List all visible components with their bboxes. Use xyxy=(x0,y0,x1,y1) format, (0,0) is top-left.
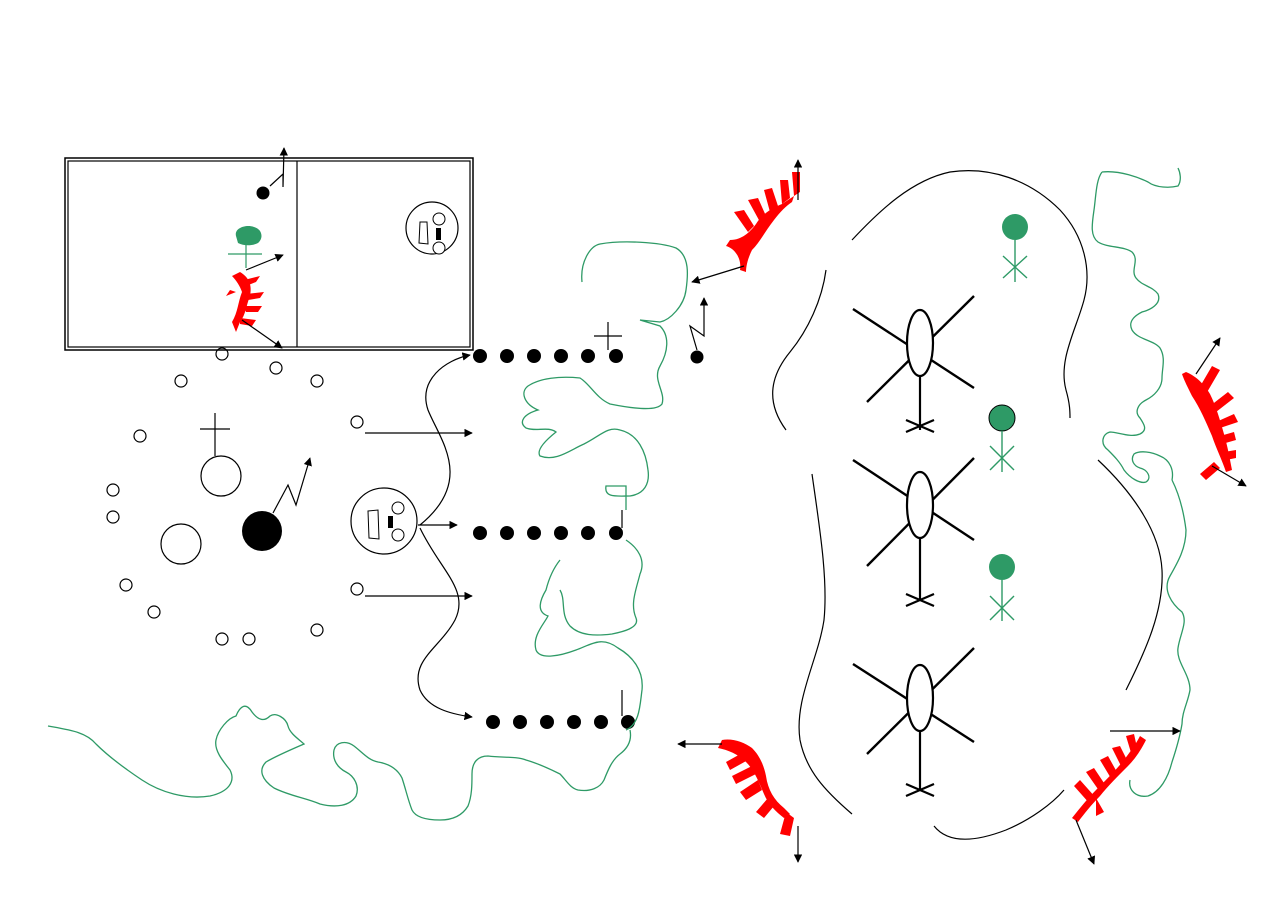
lightning-arrow-icon xyxy=(269,147,289,188)
green-blob-icon xyxy=(235,226,262,246)
red-ridge-icon xyxy=(232,272,251,332)
helicopter-symbol xyxy=(852,295,975,434)
left-cluster xyxy=(106,347,473,721)
hollow-circle-large xyxy=(200,455,242,497)
red-ridges xyxy=(718,172,1238,836)
dot-row-bottom xyxy=(486,690,635,729)
hollow-circle-large xyxy=(160,523,202,565)
green-marker xyxy=(1002,214,1028,282)
dot-row-middle xyxy=(473,510,623,540)
green-marker xyxy=(989,554,1015,621)
ridge-arrows xyxy=(677,159,1247,865)
inset-panel xyxy=(64,147,474,351)
filled-circle-large xyxy=(242,511,282,551)
enclosure-outline xyxy=(772,170,1163,840)
helicopter-symbol xyxy=(852,647,975,798)
pie-symbol-icon xyxy=(405,201,459,255)
pie-symbol-icon xyxy=(350,487,418,555)
helicopter-symbol xyxy=(852,457,975,608)
filled-dot-icon xyxy=(256,186,270,200)
green-marker xyxy=(988,404,1016,472)
dot-row-top xyxy=(473,297,709,364)
green-coastlines xyxy=(47,167,1191,821)
